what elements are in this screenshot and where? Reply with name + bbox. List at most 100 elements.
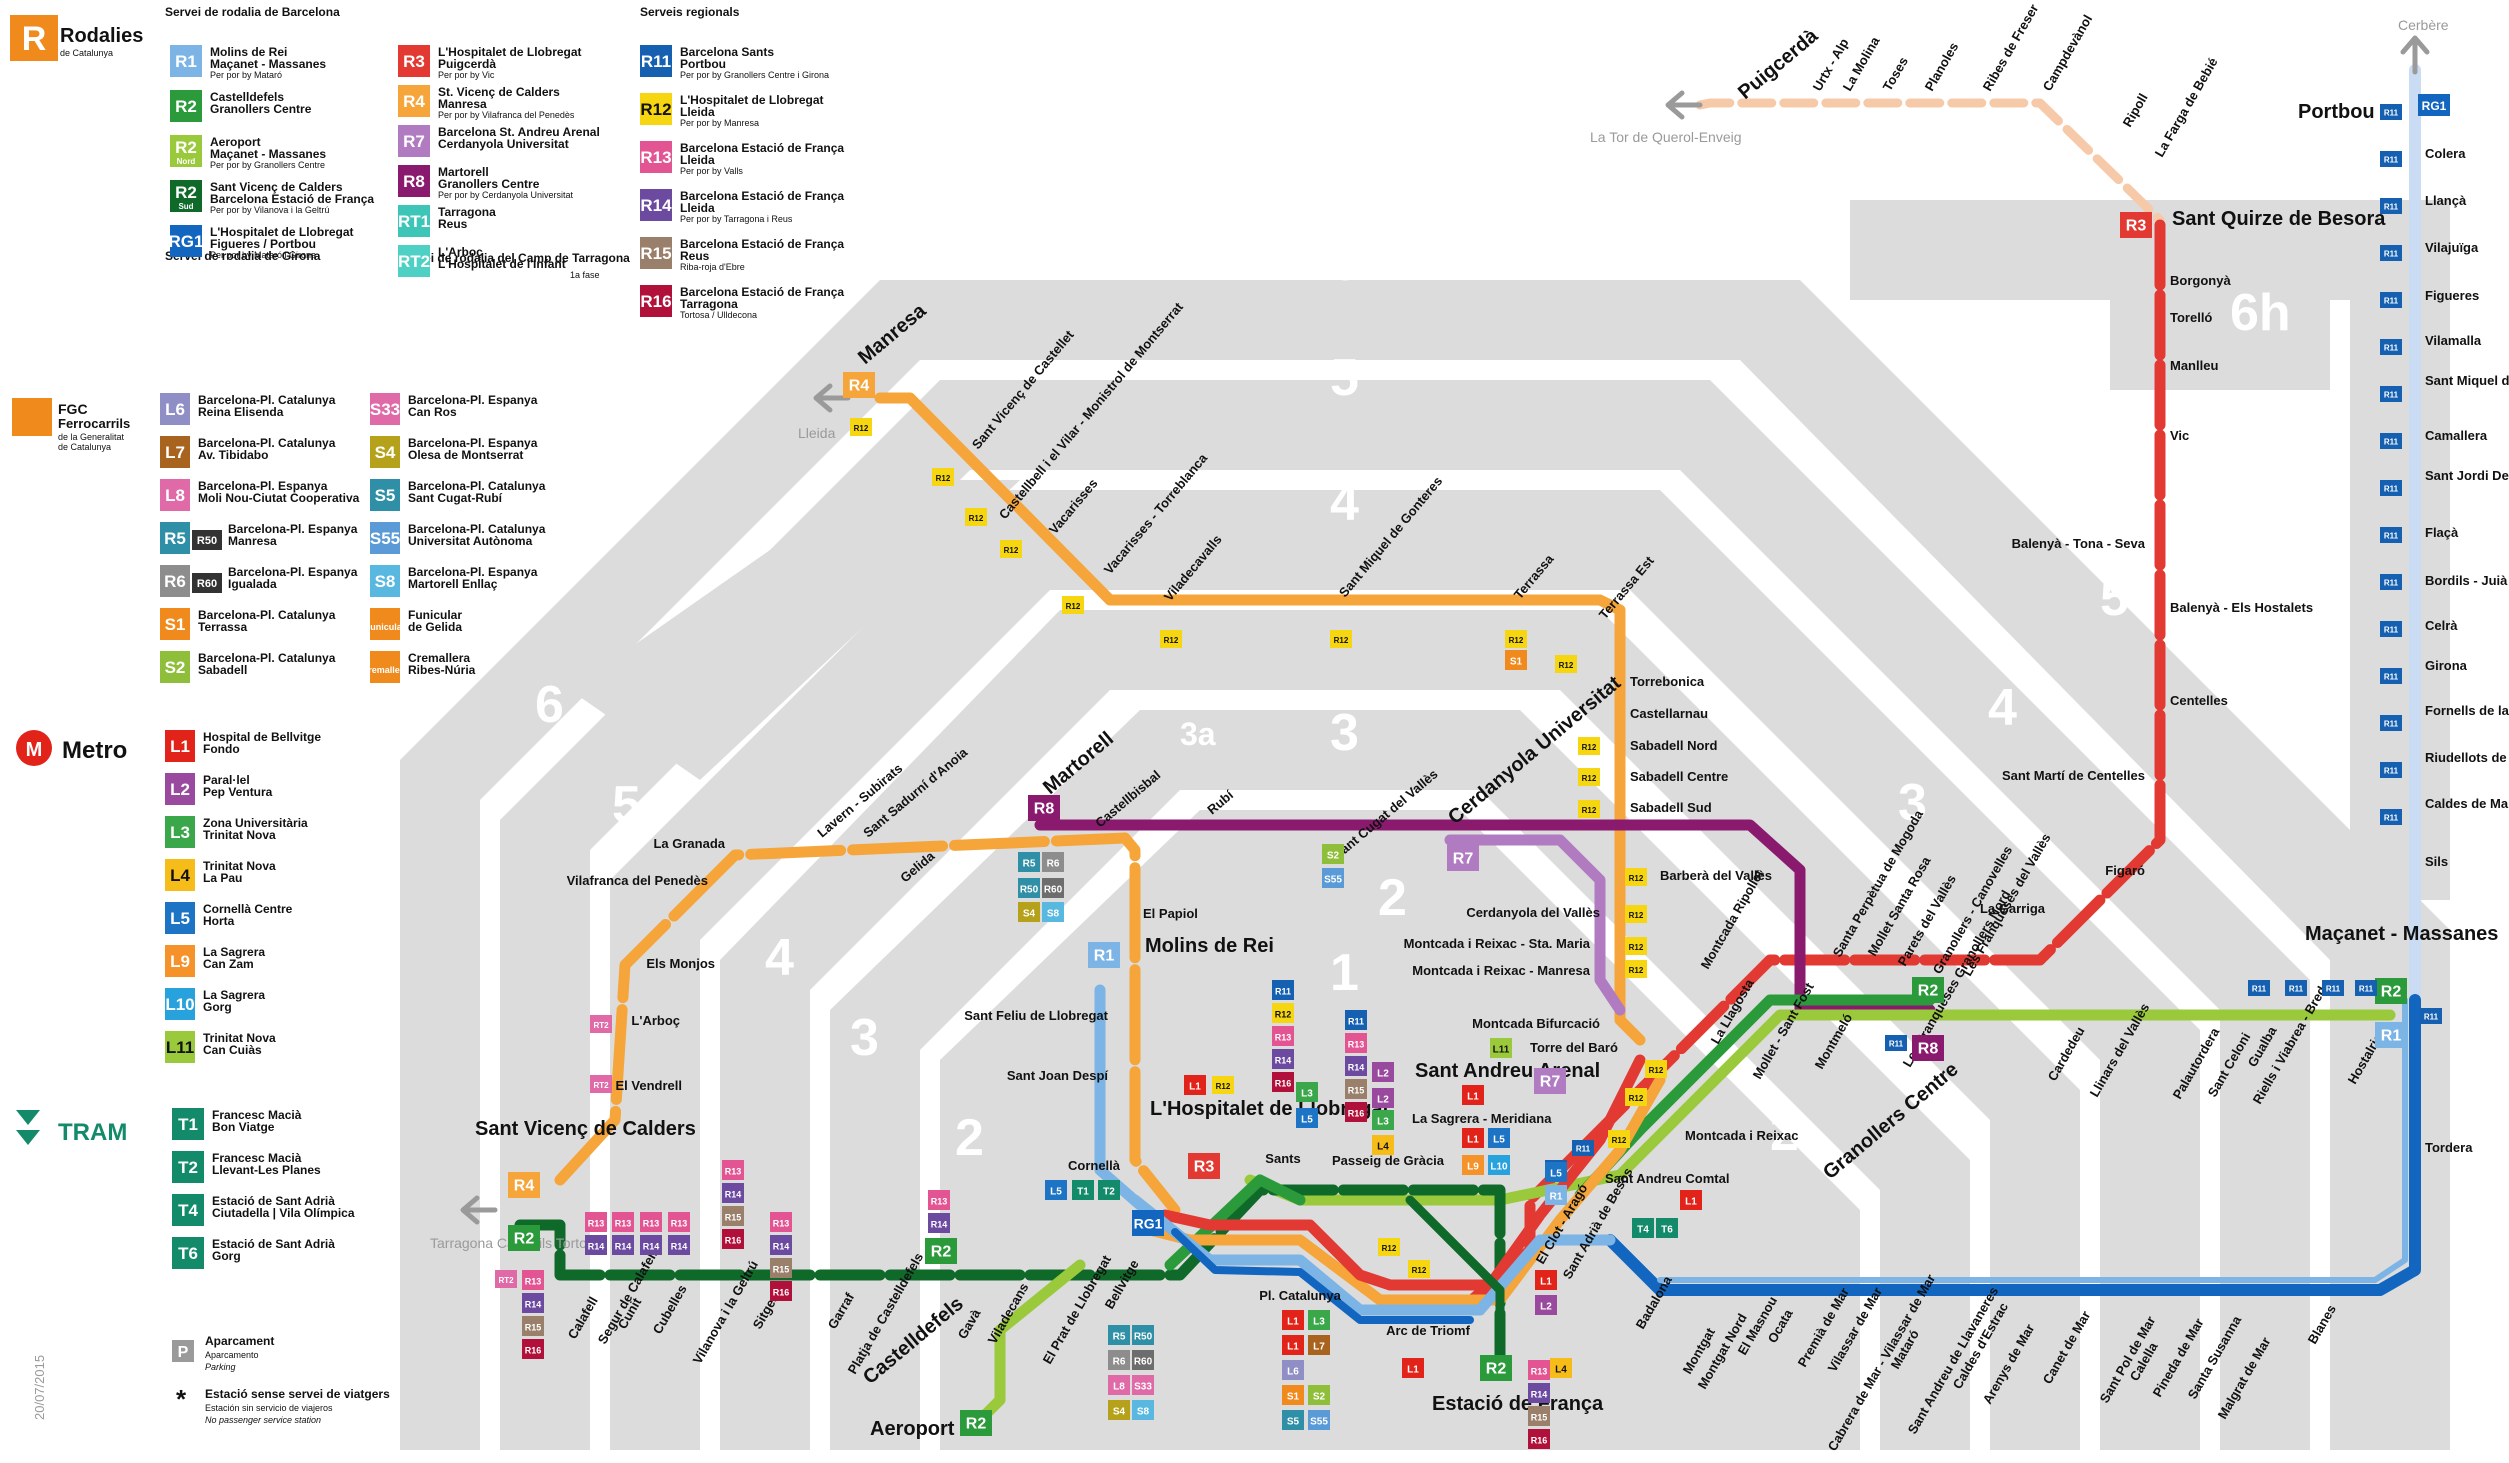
line-badge-code: R13: [725, 1166, 742, 1176]
dest-cerbere: Cerbère: [2398, 17, 2449, 33]
legend-line-via: Tortosa / Ulldecona: [680, 310, 757, 320]
rodalies-sub: de Catalunya: [60, 48, 113, 58]
line-badge-icon: [522, 1270, 544, 1290]
zone-label: 3: [1330, 704, 1359, 762]
line-badge-code: S1: [1287, 1391, 1300, 1402]
station-label: Camallera: [2425, 428, 2488, 443]
line-badge-code: R12: [1629, 874, 1644, 883]
line-badge-code: R11: [2384, 344, 2399, 353]
line-badge-code: R12: [1582, 806, 1597, 815]
line-badge-icon: [170, 225, 202, 257]
line-r1-coast: [1604, 994, 2421, 1296]
fgc-name2: Ferrocarrils: [58, 416, 130, 431]
line-badge-code: R15: [1348, 1085, 1365, 1095]
line-badge-code: R7: [403, 132, 425, 151]
station-label: Girona: [2425, 658, 2468, 673]
line-badge-code: RG1: [2422, 99, 2447, 113]
line-badge-code: R2: [2381, 984, 2402, 1001]
legend-line-from: Cornellà Centre: [203, 902, 293, 916]
station-label: Bordils - Juià: [2425, 573, 2508, 588]
line-badge-icon: [1550, 1358, 1572, 1378]
line-badge-icon: [1042, 852, 1064, 872]
line-badge-icon: [1072, 1180, 1094, 1200]
legend-line-to: Igualada: [228, 577, 277, 591]
line-badge-icon: [1308, 1385, 1330, 1405]
station-label: El Vendrell: [616, 1078, 682, 1093]
line-badge-icon: [1378, 1238, 1400, 1256]
line-badge-icon: [165, 902, 195, 934]
station-label: Tordera: [2425, 1140, 2473, 1155]
line-badge-code: R11: [2326, 985, 2341, 994]
line-badge-code: R12: [854, 424, 869, 433]
line-badge-icon: [1528, 1429, 1550, 1449]
line-badge-code: R50: [1020, 884, 1039, 895]
legend-line-via: Per por by Mataró i Girona: [210, 250, 316, 260]
line-badge-code: R13: [1531, 1366, 1548, 1376]
line-badge-icon: [1282, 1335, 1304, 1355]
line-badge-code: L1: [1189, 1081, 1201, 1092]
line-badge-icon: [1402, 1358, 1424, 1378]
hub-molins: Molins de Rei: [1145, 935, 1274, 957]
line-badge-code: R12: [936, 474, 951, 483]
zone-labels: 6 5 4 3 3a 2 1 2 3 4 5 6 6h 6 5 4 3 2: [535, 234, 2291, 1167]
station-label: Vilafranca del Penedès: [567, 873, 708, 888]
line-badge-code: S8: [1137, 1406, 1150, 1417]
line-badge-icon: [1108, 1375, 1130, 1395]
hub-portbou: Portbou: [2298, 101, 2375, 123]
line-badge-code: R11: [1275, 986, 1291, 996]
legend-line-from: Barcelona Estació de França: [680, 285, 844, 299]
legend-line-to: La Pau: [203, 871, 242, 885]
line-badge-icon: [928, 1190, 950, 1210]
station-label: Planoles: [1922, 40, 1962, 94]
line-badge-code: R11: [641, 52, 671, 71]
zone-label: 3a: [1180, 716, 1216, 752]
line-badge-icon: [2420, 1008, 2442, 1024]
line-badge-icon: [1132, 1400, 1154, 1420]
hub-sant-andreu: Sant Andreu Arenal: [1415, 1060, 1600, 1082]
line-badge-code: R12: [1216, 1082, 1231, 1091]
legend-heading-phase: 1a fase: [570, 270, 600, 280]
line-badge-icon: [1528, 1383, 1550, 1403]
legend-heading: Servei de rodalia de Girona: [165, 249, 321, 263]
line-badge-icon: [170, 180, 202, 212]
station-label: El Papiol: [1143, 906, 1198, 921]
line-badge-icon: [2380, 198, 2402, 214]
line-badge-icon: [1132, 1350, 1154, 1370]
zone-label: 3: [850, 1009, 879, 1067]
legend-line-to: Universitat Autònoma: [408, 534, 533, 548]
line-badge-icon: [172, 1237, 204, 1269]
line-badge-icon: [398, 165, 430, 197]
line-badge-code: R12: [1649, 1066, 1664, 1075]
zone-label: 6: [2210, 459, 2239, 517]
line-badge-code: R11: [2384, 579, 2399, 588]
line-badge-code: R2: [931, 1244, 952, 1261]
legend-line-to: Olesa de Montserrat: [408, 448, 523, 462]
station-label: Sant Miquel de Fluvià: [2425, 373, 2509, 388]
line-badge-code: L5: [1493, 1134, 1505, 1145]
line-badge-code: R12: [640, 100, 671, 119]
line-badge-icon: [1308, 1310, 1330, 1330]
legend-line-to: Gorg: [212, 1249, 241, 1263]
line-badge-code: R60: [197, 578, 217, 590]
line-badge-code: R11: [1348, 1016, 1364, 1026]
legend-line-to: Ribes-Núria: [408, 663, 476, 677]
line-badge-icon: [1372, 1135, 1394, 1155]
line-badge-code: R13: [1348, 1039, 1365, 1049]
line-badge-code: T4: [1637, 1224, 1649, 1235]
line-badge-icon: [1188, 1153, 1220, 1179]
line-badge-icon: [370, 479, 400, 511]
station-label: Sabadell Sud: [1630, 800, 1712, 815]
legend-line-via: Per por by Vilanova i la Geltrú: [210, 205, 329, 215]
station-label: Vilajuïga: [2425, 240, 2479, 255]
line-badge-icon: [1535, 1270, 1557, 1290]
line-badge-code: R14: [773, 1241, 790, 1251]
line-badge-code: L3: [170, 823, 190, 842]
line-badge-code: R12: [1164, 636, 1179, 645]
station-label: Arc de Triomf: [1386, 1323, 1470, 1338]
line-badge-code: R2: [1918, 983, 1939, 1000]
line-badge-code: L2: [1377, 1068, 1389, 1079]
line-badge-code: R14: [671, 1241, 688, 1251]
line-badge-icon: [398, 205, 430, 237]
